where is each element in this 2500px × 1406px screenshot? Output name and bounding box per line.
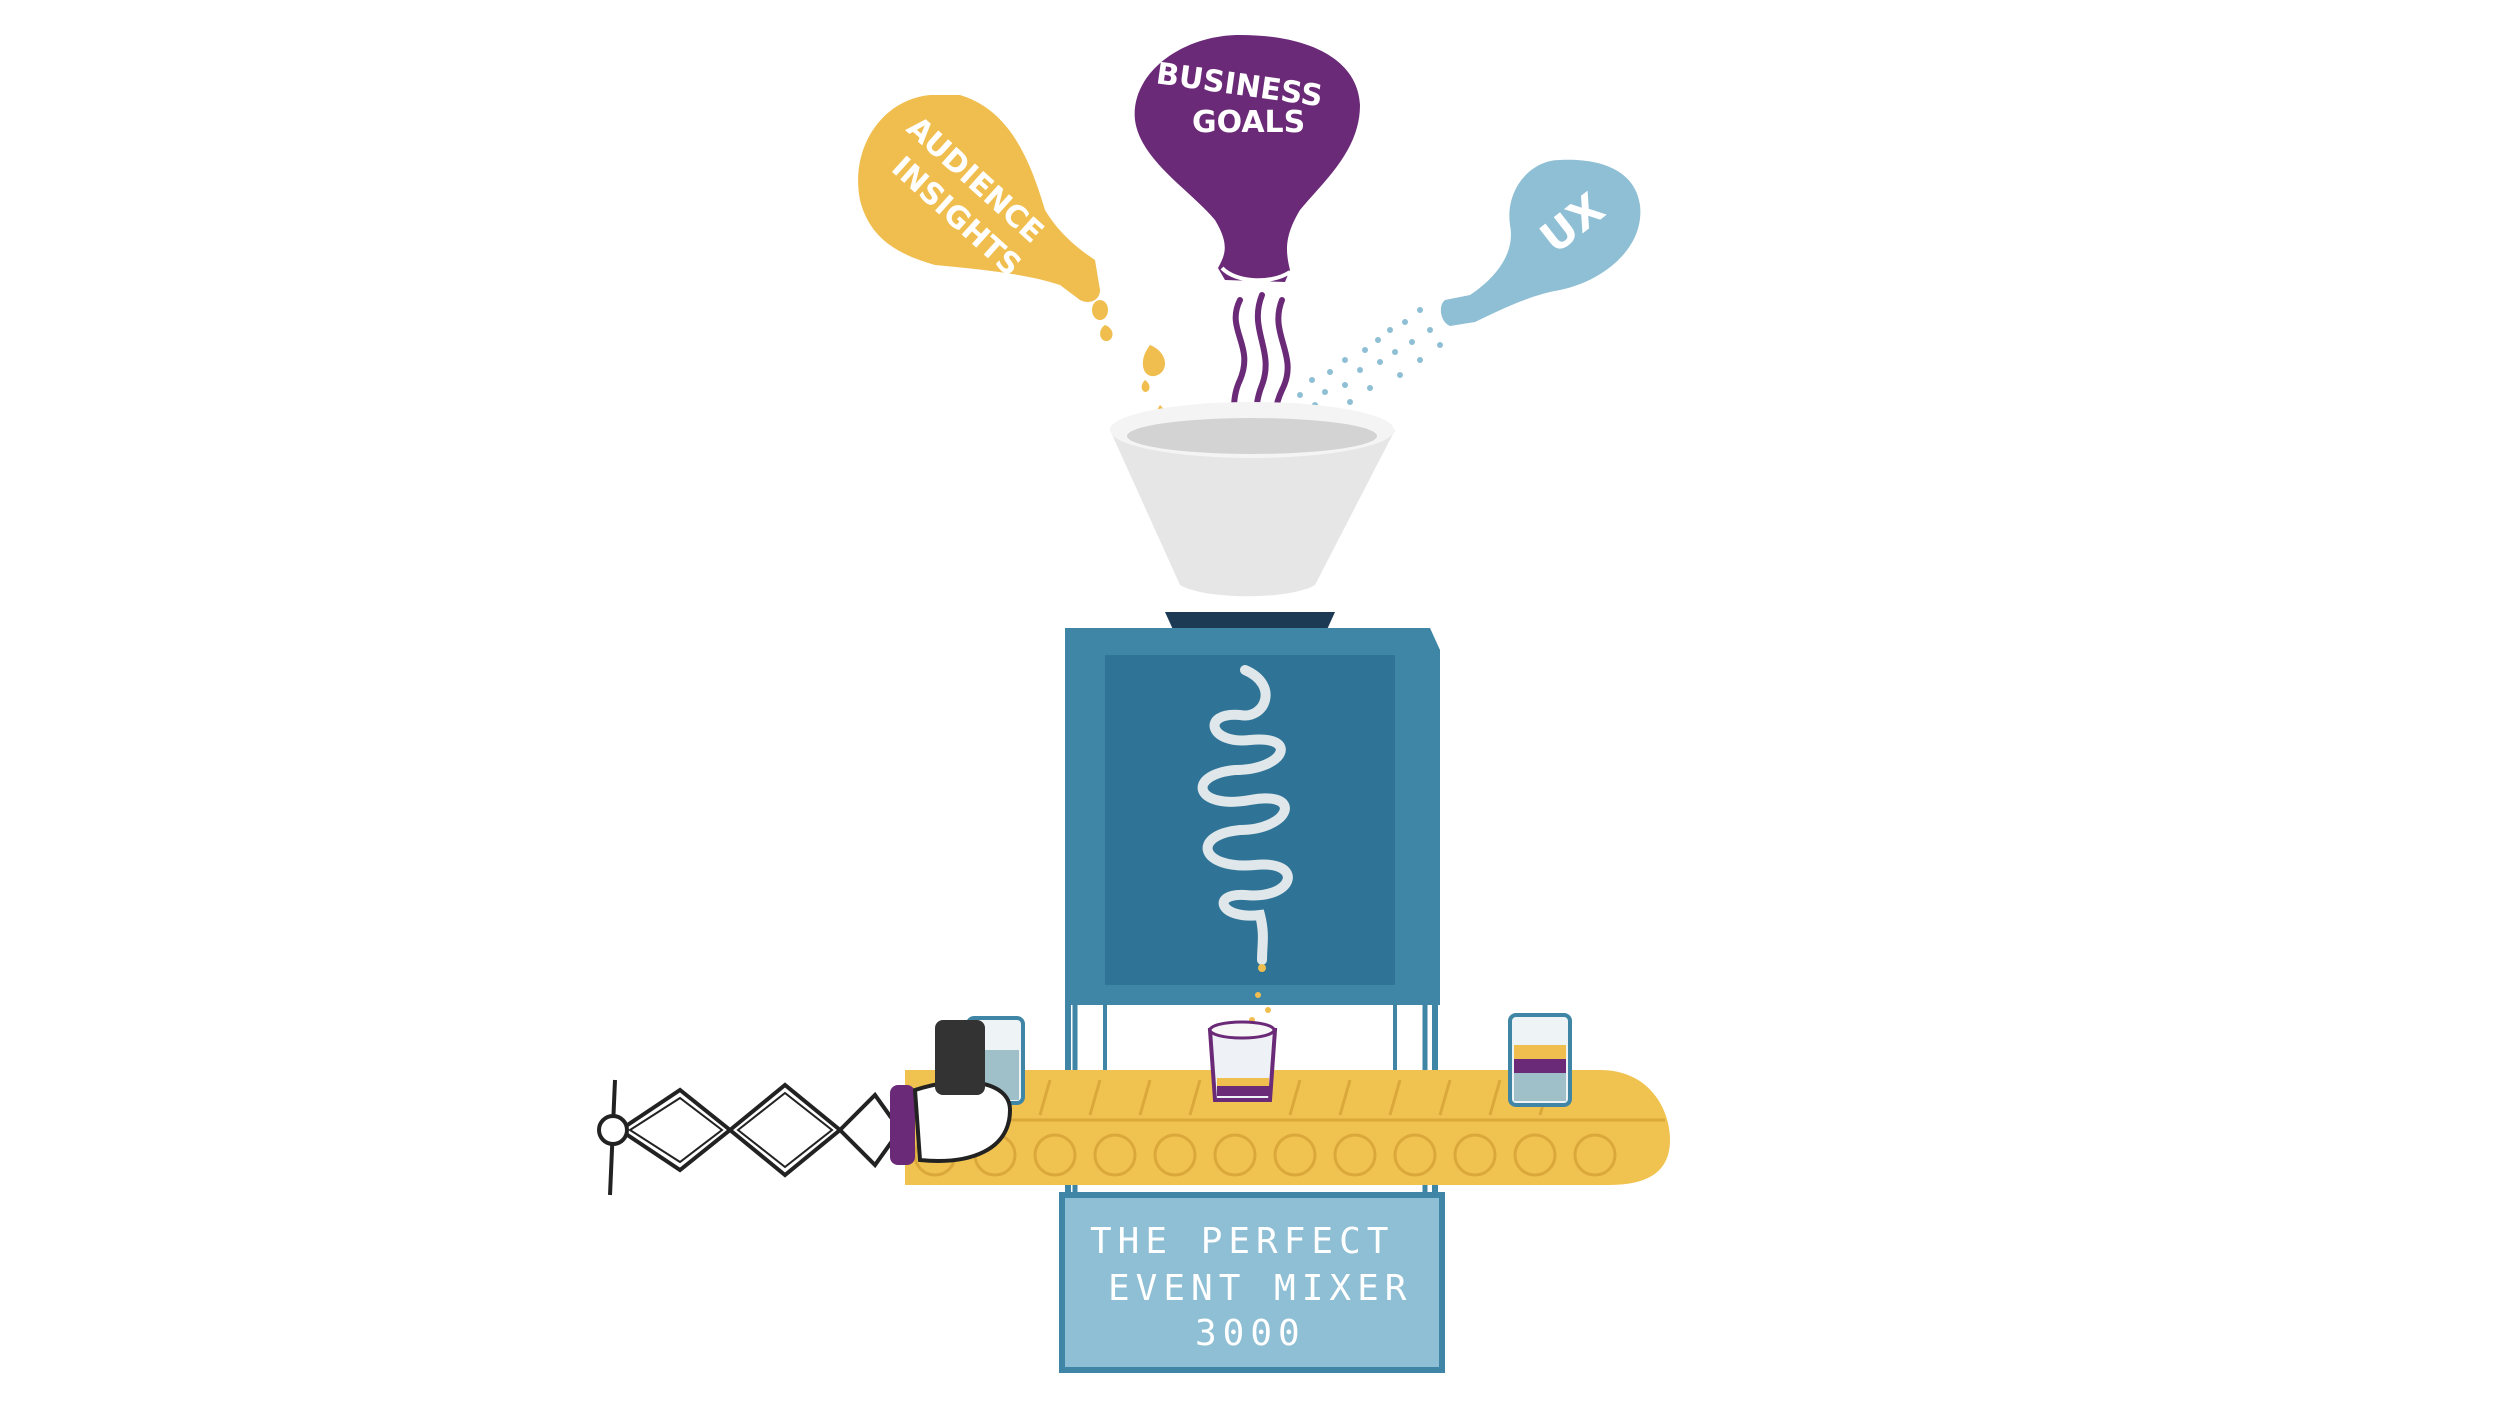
machine-label-line3: 3000 xyxy=(1195,1313,1306,1354)
business-goals-bottle: BUSINESS GOALS xyxy=(1134,35,1360,453)
machine-label-line2: EVENT MIXER xyxy=(1108,1268,1412,1309)
spiral xyxy=(1197,665,1293,965)
machine-label-box xyxy=(1062,1195,1442,1370)
arm-cuff xyxy=(890,1085,915,1165)
machine-panel xyxy=(1105,655,1395,985)
drip xyxy=(1092,300,1108,320)
drip xyxy=(1142,345,1166,377)
mixer-machine: THE PERFECT EVENT MIXER 3000 xyxy=(1059,628,1445,1373)
conveyor-belt xyxy=(900,1070,1670,1185)
drip xyxy=(1100,325,1113,342)
grabber-arm xyxy=(597,1020,1013,1196)
cup-right xyxy=(1508,1013,1572,1107)
held-cup xyxy=(935,1020,985,1095)
business-label-line2: GOALS xyxy=(1192,105,1305,140)
audience-insights-bottle: AUDIENCE INSIGHTS xyxy=(858,95,1173,446)
ux-bottle: UX xyxy=(1287,159,1641,433)
cup-middle xyxy=(1207,1020,1278,1102)
drip xyxy=(1141,380,1150,392)
funnel xyxy=(1110,402,1395,645)
machine-label-line1: THE PERFECT xyxy=(1090,1221,1394,1262)
